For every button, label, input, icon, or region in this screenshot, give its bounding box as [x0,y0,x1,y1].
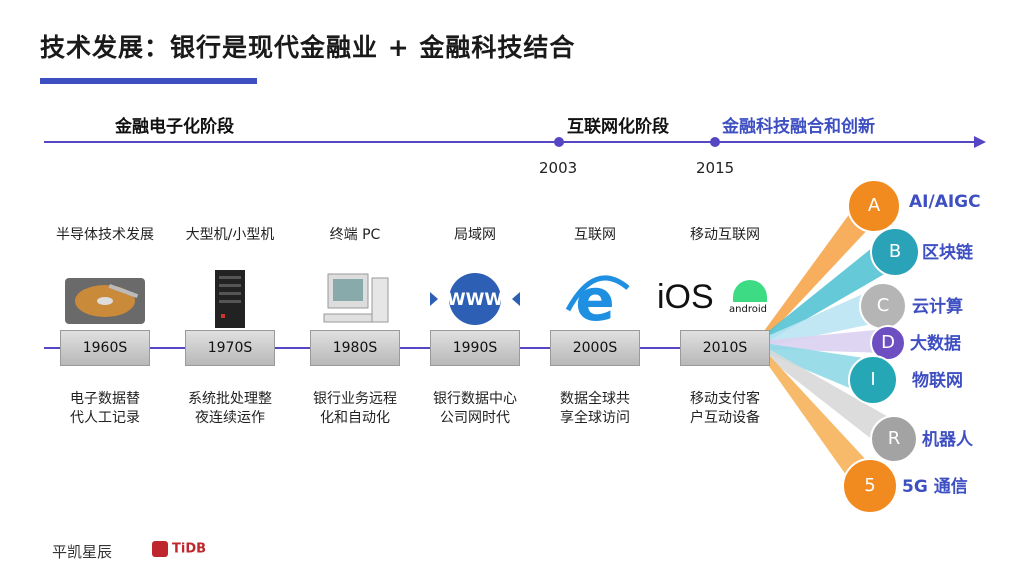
tidb-logo-icon [152,541,168,557]
tech-circle: B [870,227,920,277]
phase-label-electronic: 金融电子化阶段 [115,117,234,137]
decade-box: 2010S [680,330,770,366]
phase-timeline-arrowhead [974,136,986,148]
tech-circle: I [848,355,898,405]
decade-box: 1970S [185,330,275,366]
era-description: 银行业务远程化和自动化 [313,391,397,426]
fan-band [760,344,892,455]
decade-box: 2000S [550,330,640,366]
era-label: 大型机/小型机 [185,227,275,243]
phase-label-internet: 互联网化阶段 [567,117,669,137]
server-icon [185,270,275,328]
era-description: 电子数据替代人工记录 [70,391,140,426]
year-label-2003: 2003 [539,159,578,177]
tech-circle: C [859,282,907,330]
year-label-2015: 2015 [696,159,735,177]
decade-box: 1990S [430,330,520,366]
milestone-dot-2015 [710,137,720,147]
page-title: 技术发展：银行是现代金融业 + 金融科技结合 [40,33,576,62]
hard-disk-icon [60,270,150,328]
android-label: android [729,304,767,315]
tech-label: 物联网 [912,371,963,391]
tidb-logo: TiDB [152,541,206,557]
ios-logo: iOS [657,278,714,316]
company-logo: 平凯星辰 [52,543,113,561]
era-label: 半导体技术发展 [56,227,154,243]
tech-label: 区块链 [922,243,973,263]
technology-fan [760,183,893,506]
decade-box: 1960S [60,330,150,366]
era-label: 移动互联网 [690,227,760,243]
phase-label-fintech: 金融科技融合和创新 [722,117,875,137]
svg-text:WWW: WWW [447,290,504,310]
era-label: 局域网 [454,227,496,243]
fan-band [760,286,881,348]
ios-android-icon: iOS android [657,270,777,328]
title-underline [40,78,257,84]
tech-circle: A [847,179,901,233]
decade-box: 1980S [310,330,400,366]
tech-circle: 5 [842,458,898,514]
milestone-dot-2003 [554,137,564,147]
era-description: 系统批处理整夜连续运作 [188,391,272,426]
era-label: 互联网 [574,227,616,243]
era-description: 数据全球共享全球访问 [560,391,630,426]
tech-label: 大数据 [910,334,961,354]
fan-band [760,345,868,506]
www-icon: WWW [430,270,520,328]
fan-band [760,342,871,397]
fan-band [760,329,886,353]
fan-band [760,183,872,345]
tech-circle: R [870,415,918,463]
pc-icon [310,270,400,328]
tech-label: 机器人 [922,430,973,450]
era-description: 银行数据中心公司网时代 [433,391,517,426]
era-description: 移动支付客户互动设备 [690,391,760,426]
fan-band [760,231,893,346]
tech-label: AI/AIGC [909,192,981,212]
android-logo [733,280,767,302]
era-label: 终端 PC [329,227,381,243]
tech-label: 云计算 [912,297,963,317]
ie-icon: e [550,266,640,334]
tech-label: 5G 通信 [902,477,968,497]
